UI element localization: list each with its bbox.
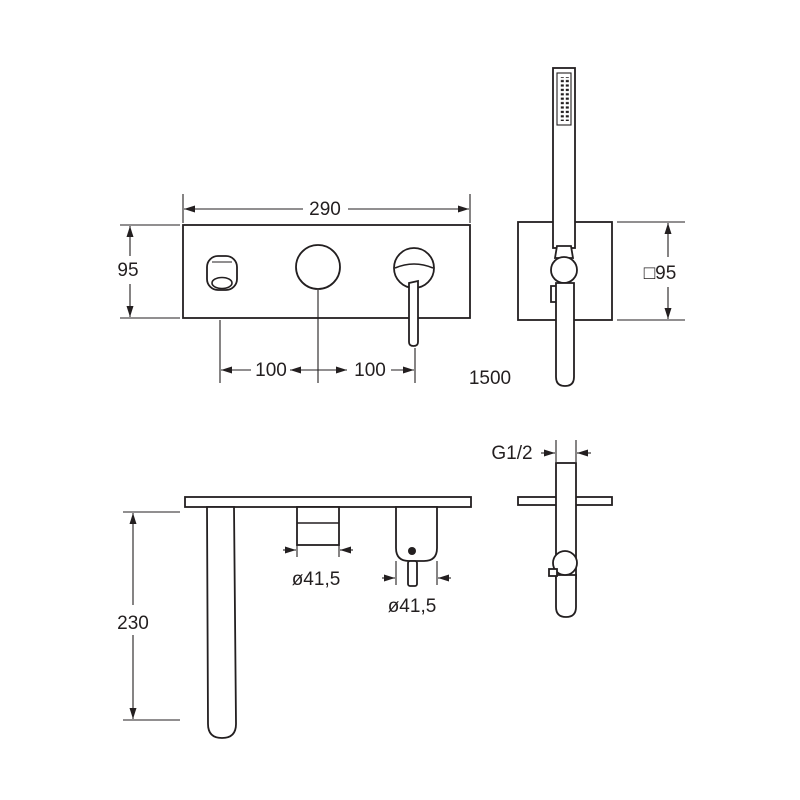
size-label: □95: [644, 263, 677, 284]
mixer-body: [395, 506, 438, 587]
spray-nozzles: [559, 77, 569, 121]
side-holder: [552, 550, 578, 576]
spout-outlet: [206, 255, 238, 291]
width-label: 290: [309, 199, 341, 220]
shower-hose: [555, 282, 575, 387]
projection-label: 230: [117, 613, 149, 634]
top-plate: [184, 496, 472, 508]
spout: [206, 506, 237, 739]
side-section: G1/2: [491, 440, 613, 618]
spacing-left-label: 100: [255, 360, 287, 381]
outlet-hose: [555, 574, 577, 618]
hose-length-label: 1500: [469, 368, 511, 389]
mixer-handle: [393, 247, 435, 347]
thread-label: G1/2: [491, 443, 532, 464]
hand-shower: [552, 67, 576, 259]
diameter-right-label: ø41,5: [388, 596, 437, 617]
top-view: ø41,5 ø41,5 230: [117, 496, 472, 739]
diverter-knob: [295, 244, 341, 290]
diameter-middle-label: ø41,5: [292, 569, 341, 590]
front-view: 290 95 100 100: [117, 194, 471, 383]
height-label: 95: [117, 260, 138, 281]
spacing-right-label: 100: [354, 360, 386, 381]
side-clip: [548, 568, 558, 577]
shower-holder: [550, 256, 578, 284]
diverter-body: [296, 506, 340, 546]
hand-shower-view: □95 1500: [469, 67, 685, 389]
